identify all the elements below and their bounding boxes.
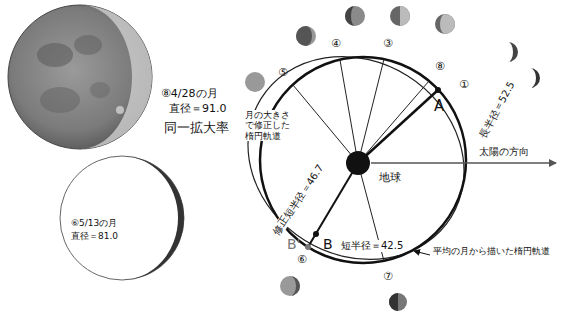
drawing-line bbox=[340, 60, 358, 163]
orbit-note: 平均の月から描いた楕円軌道 bbox=[432, 246, 551, 256]
major-radius-line bbox=[358, 90, 438, 163]
leader-arrow bbox=[414, 251, 430, 255]
earth-label: 地球 bbox=[378, 172, 402, 185]
point-label: B bbox=[322, 236, 334, 252]
point-b bbox=[313, 231, 319, 237]
drawing-path bbox=[389, 293, 398, 311]
drawing-path bbox=[122, 156, 184, 280]
point-a bbox=[435, 87, 441, 93]
small-moon bbox=[60, 156, 184, 280]
orbit-note: 月の大きさで修正した楕円軌道 bbox=[244, 110, 296, 141]
direction-label: 太陽の方向 bbox=[478, 146, 530, 158]
drawing-ellipse bbox=[74, 35, 102, 55]
drawing-ellipse bbox=[37, 43, 73, 67]
dimension-label: 短半径＝42.5 bbox=[340, 240, 404, 252]
drawing-circle bbox=[435, 14, 455, 34]
modified-orbit bbox=[210, 16, 503, 299]
moon-caption: ⑥5/13の月 bbox=[70, 218, 118, 228]
drawing-line bbox=[293, 85, 358, 163]
drawing-ellipse bbox=[90, 82, 110, 98]
drawing-circle bbox=[116, 106, 124, 114]
callout-number: ⑥ bbox=[296, 254, 308, 267]
point-label: A bbox=[433, 98, 445, 115]
callout-number: ① bbox=[458, 79, 470, 92]
scale-note: 同一拡大率 bbox=[163, 121, 230, 136]
dimension-label: 修正短半径＝46.7 bbox=[270, 162, 327, 238]
drawing-g bbox=[389, 293, 407, 311]
diameter-label: 直径＝91.0 bbox=[168, 103, 228, 116]
drawing-g bbox=[245, 72, 265, 92]
drawing-path bbox=[400, 6, 410, 26]
callout-number: ⑦ bbox=[382, 271, 394, 284]
drawing-g bbox=[296, 26, 316, 46]
sun-direction-arrow bbox=[371, 162, 556, 164]
point-label: B' bbox=[286, 236, 301, 252]
drawing-path bbox=[296, 26, 312, 46]
drawing-circle bbox=[296, 26, 316, 46]
phase-lines bbox=[293, 59, 429, 261]
drawing-path bbox=[508, 42, 518, 62]
drawing-path bbox=[345, 6, 355, 26]
drawing-circle bbox=[245, 72, 265, 92]
drawing-g bbox=[345, 6, 365, 26]
point-b-prime bbox=[305, 244, 311, 250]
diameter-label: 直径＝81.0 bbox=[70, 231, 119, 241]
drawing-g bbox=[280, 276, 300, 296]
drawing-circle bbox=[345, 6, 365, 26]
drawing-path bbox=[80, 5, 152, 149]
callout-number: ③ bbox=[382, 38, 394, 51]
callout-number: ④ bbox=[330, 38, 342, 51]
drawing-circle bbox=[390, 6, 410, 26]
drawing-path bbox=[530, 68, 540, 88]
drawing-circle bbox=[60, 156, 184, 280]
drawing-circle bbox=[8, 5, 152, 149]
drawing-g bbox=[435, 14, 455, 34]
mean-orbit bbox=[260, 57, 466, 263]
drawing-g bbox=[390, 6, 410, 26]
drawing-ellipse bbox=[40, 87, 80, 113]
drawing-path bbox=[440, 14, 455, 34]
large-moon bbox=[8, 5, 152, 149]
drawing-path bbox=[290, 276, 300, 296]
callout-number: ⑤ bbox=[277, 67, 289, 80]
drawing-circle bbox=[389, 293, 407, 311]
callout-number: ⑧ bbox=[434, 61, 446, 74]
drawing-line bbox=[358, 59, 384, 163]
drawing-circle bbox=[280, 276, 300, 296]
dimension-label: 長半径＝52.5 bbox=[477, 79, 517, 141]
moon-caption: ⑧4/28の月 bbox=[160, 88, 219, 101]
earth bbox=[346, 151, 370, 175]
moon-phase-icons bbox=[245, 6, 540, 311]
